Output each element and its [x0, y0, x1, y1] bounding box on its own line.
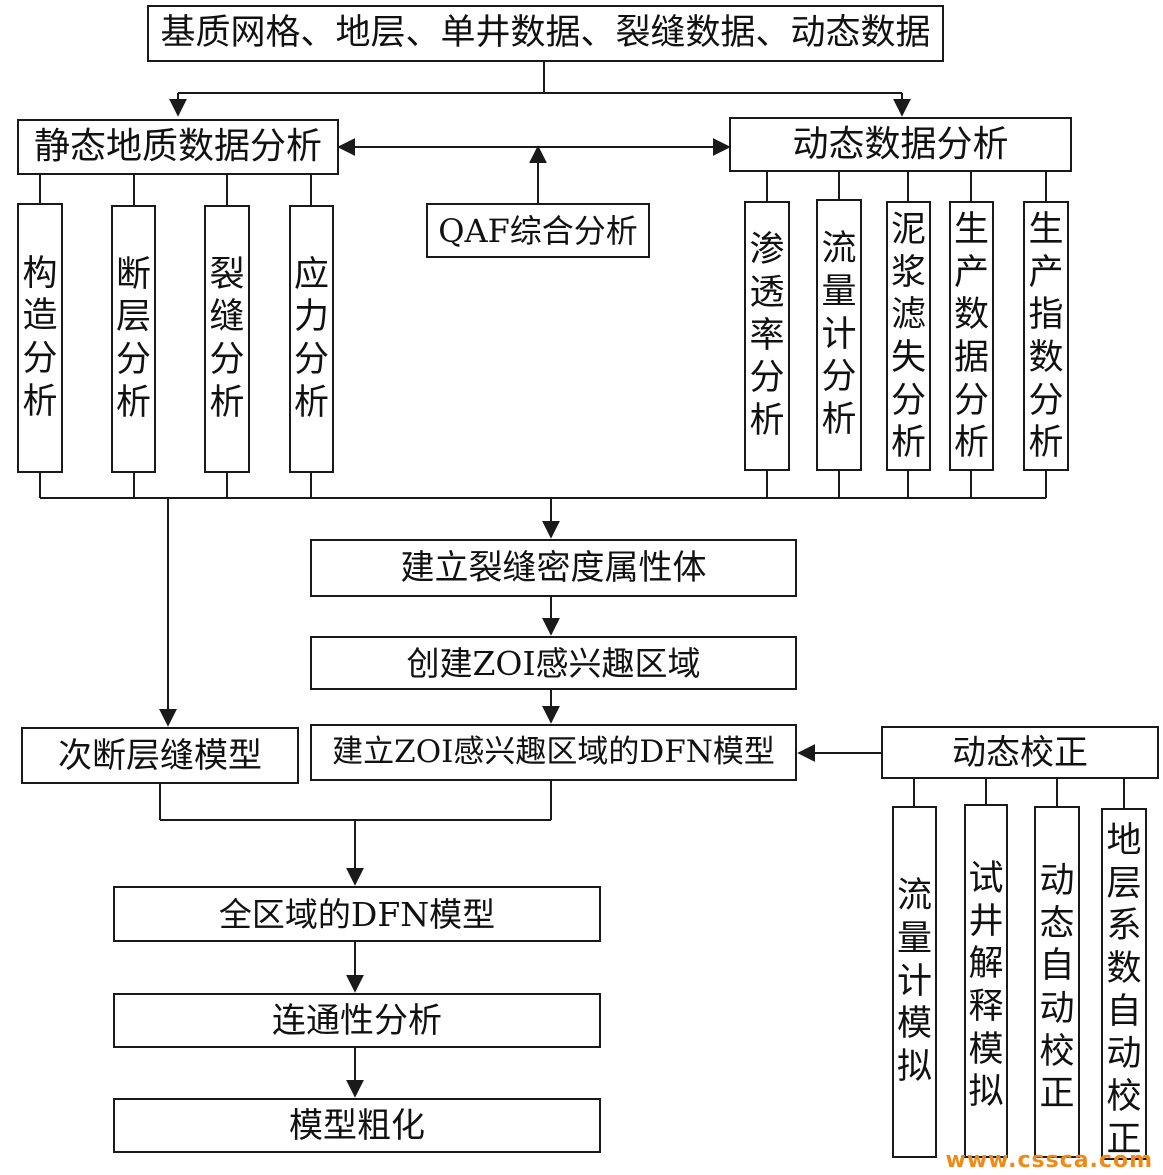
connectivity-analysis-box: 连通性分析 — [113, 993, 601, 1048]
sub-fault-model-box: 次断层缝模型 — [21, 727, 299, 784]
dynamic-analysis-box: 动态数据分析 — [729, 117, 1072, 172]
production-data-analysis-box: 生产数据分析 — [949, 201, 994, 471]
formation-coefficient-correction-box: 地层系数自动校正 — [1101, 808, 1147, 1160]
fracture-density-label: 建立裂缝密度属性体 — [400, 548, 707, 588]
permeability-analysis-label: 渗透率分析 — [749, 230, 785, 442]
production-data-analysis-label: 生产数据分析 — [953, 210, 989, 464]
productivity-index-analysis-label: 生产指数分析 — [1028, 210, 1064, 464]
fracture-analysis-label: 裂缝分析 — [209, 254, 245, 423]
zoi-dfn-model-box: 建立ZOI感兴趣区域的DFN模型 — [310, 724, 797, 781]
well-test-simulation-box: 试井解释模拟 — [964, 804, 1008, 1158]
full-dfn-model-label: 全区域的DFN模型 — [218, 894, 496, 934]
formation-coefficient-correction-label: 地层系数自动校正 — [1106, 821, 1142, 1160]
static-analysis-box: 静态地质数据分析 — [17, 119, 339, 175]
flowmeter-simulation-box: 流量计模拟 — [892, 806, 937, 1158]
qaf-analysis-box: QAF综合分析 — [426, 203, 650, 258]
fracture-analysis-box: 裂缝分析 — [204, 205, 250, 473]
connectivity-analysis-label: 连通性分析 — [272, 1000, 442, 1041]
dynamic-auto-correction-label: 动态自动校正 — [1039, 861, 1075, 1115]
dynamic-auto-correction-box: 动态自动校正 — [1034, 806, 1080, 1158]
qaf-analysis-label: QAF综合分析 — [438, 211, 638, 250]
well-test-simulation-label: 试井解释模拟 — [968, 859, 1004, 1113]
fault-analysis-box: 断层分析 — [111, 205, 156, 473]
mud-loss-analysis-label: 泥浆滤失分析 — [890, 210, 926, 464]
model-upscaling-label: 模型粗化 — [289, 1105, 425, 1146]
flowmeter-analysis-label: 流量计分析 — [821, 229, 857, 441]
zoi-dfn-model-label: 建立ZOI感兴趣区域的DFN模型 — [332, 734, 775, 770]
flowmeter-simulation-label: 流量计模拟 — [896, 876, 932, 1088]
productivity-index-analysis-box: 生产指数分析 — [1023, 201, 1069, 471]
site-watermark: www.cssca.com — [945, 1148, 1153, 1173]
create-zoi-label: 创建ZOI感兴趣区域 — [406, 643, 701, 683]
static-analysis-label: 静态地质数据分析 — [33, 126, 322, 167]
mud-loss-analysis-box: 泥浆滤失分析 — [886, 201, 931, 471]
model-upscaling-box: 模型粗化 — [113, 1098, 601, 1153]
structure-analysis-label: 构造分析 — [22, 253, 58, 422]
fracture-density-box: 建立裂缝密度属性体 — [310, 539, 797, 597]
source-data-box: 基质网格、地层、单井数据、裂缝数据、动态数据 — [147, 5, 944, 62]
stress-analysis-box: 应力分析 — [289, 205, 334, 473]
permeability-analysis-box: 渗透率分析 — [744, 201, 790, 471]
sub-fault-model-label: 次断层缝模型 — [58, 735, 262, 776]
dynamic-correction-label: 动态校正 — [952, 732, 1088, 773]
source-data-label: 基质网格、地层、单井数据、裂缝数据、动态数据 — [160, 13, 931, 53]
dynamic-analysis-label: 动态数据分析 — [792, 123, 1009, 165]
fault-analysis-label: 断层分析 — [115, 254, 151, 423]
structure-analysis-box: 构造分析 — [17, 203, 63, 473]
stress-analysis-label: 应力分析 — [293, 254, 329, 423]
full-dfn-model-box: 全区域的DFN模型 — [113, 886, 601, 942]
flowmeter-analysis-box: 流量计分析 — [816, 199, 862, 471]
create-zoi-box: 创建ZOI感兴趣区域 — [310, 636, 797, 690]
dynamic-correction-box: 动态校正 — [881, 726, 1159, 779]
